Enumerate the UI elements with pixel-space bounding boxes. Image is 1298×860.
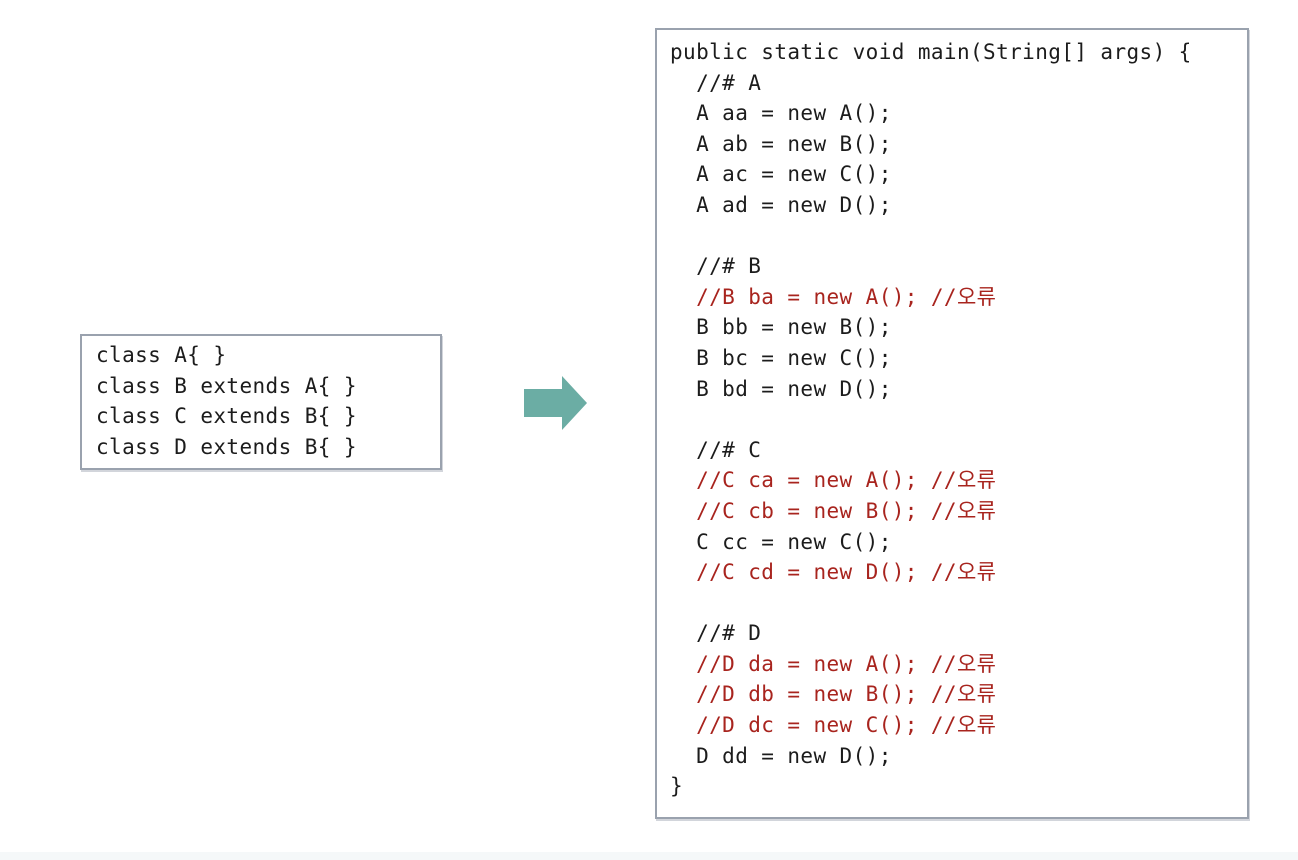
code-line: } — [670, 774, 684, 799]
code-line — [670, 588, 1234, 619]
code-line-error: //D da = new A(); //오류 — [670, 651, 997, 676]
code-line: B bc = new C(); — [670, 345, 892, 370]
code-line: A ad = new D(); — [670, 192, 892, 217]
code-line-error: //C cb = new B(); //오류 — [670, 498, 997, 523]
main-code-lines: public static void main(String[] args) {… — [670, 37, 1234, 802]
code-line: D dd = new D(); — [670, 743, 892, 768]
code-line — [670, 404, 1234, 435]
class-definitions-box: class A{ } class B extends A{ } class C ex… — [80, 334, 442, 470]
right-arrow-icon — [524, 376, 587, 430]
footer-strip — [0, 852, 1298, 860]
code-line-error: //D dc = new C(); //오류 — [670, 713, 997, 738]
code-line: A ac = new C(); — [670, 162, 892, 187]
code-line: B bb = new B(); — [670, 315, 892, 340]
code-line: A ab = new B(); — [670, 131, 892, 156]
code-line-error: //D db = new B(); //오류 — [670, 682, 997, 707]
code-line: //# B — [670, 254, 762, 279]
code-line: public static void main(String[] args) { — [670, 40, 1192, 64]
code-line: //# A — [670, 70, 762, 95]
code-line: B bd = new D(); — [670, 376, 892, 401]
code-line: class D extends B{ } — [96, 434, 357, 459]
code-line: C cc = new C(); — [670, 529, 892, 554]
right-arrow-shape — [524, 376, 587, 430]
code-line: A aa = new A(); — [670, 101, 892, 126]
code-line: //# D — [670, 621, 762, 646]
code-line-error: //B ba = new A(); //오류 — [670, 284, 997, 309]
code-line: class A{ } — [96, 343, 227, 367]
code-line: //# C — [670, 437, 762, 462]
code-line-error: //C cd = new D(); //오류 — [670, 560, 997, 585]
class-definitions-lines: class A{ } class B extends A{ } class C ex… — [96, 340, 426, 462]
code-line-error: //C ca = new A(); //오류 — [670, 468, 997, 493]
code-line: class C extends B{ } — [96, 404, 357, 429]
code-line — [670, 221, 1234, 252]
main-code-box: public static void main(String[] args) {… — [655, 28, 1249, 819]
code-line: class B extends A{ } — [96, 373, 357, 398]
